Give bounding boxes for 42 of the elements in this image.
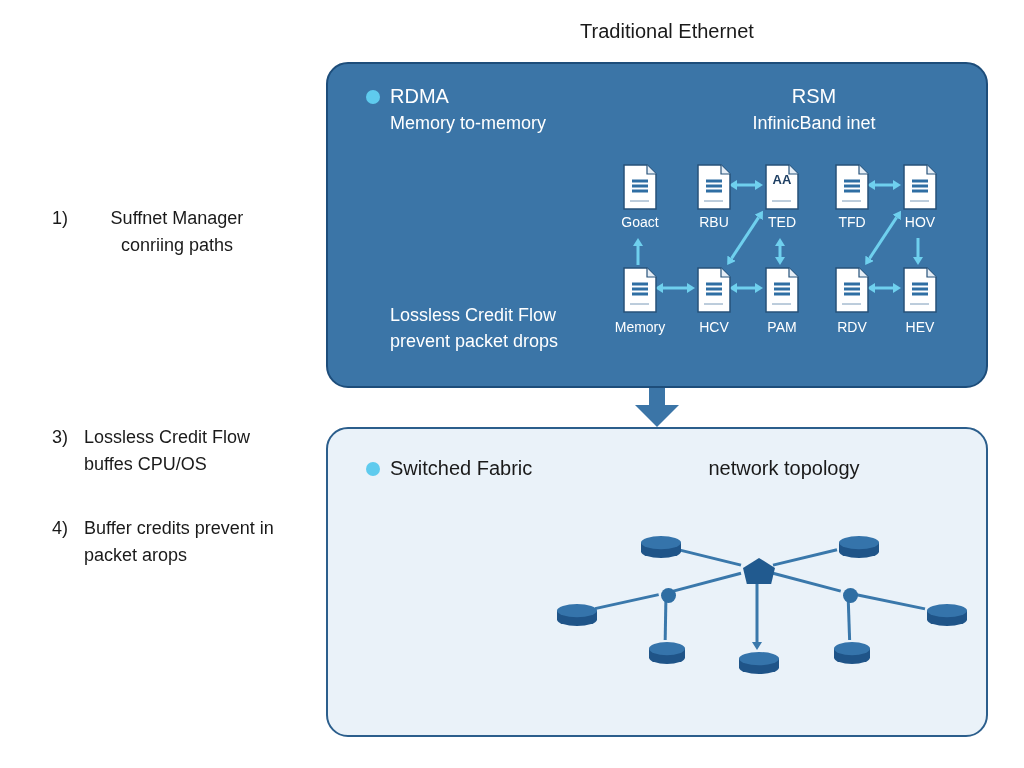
document-label: RBU (698, 214, 730, 231)
note-text: Suffnet Manager conriing paths (109, 207, 245, 257)
section-subtitle: InfinicBand inet (751, 112, 877, 135)
arrow (913, 238, 923, 265)
connector-line (772, 548, 838, 567)
connector-line (772, 571, 842, 593)
block-arrow (635, 388, 679, 427)
section-subtitle: Memory to-memory (390, 112, 547, 135)
icon-text: AA (771, 172, 793, 188)
connector-line (594, 593, 659, 611)
panel (326, 427, 988, 737)
document-label: PAM (766, 319, 798, 336)
list-number: 3) (52, 426, 69, 449)
connector-line (672, 571, 742, 593)
connector-line (678, 548, 742, 567)
document-label: RDV (836, 319, 868, 336)
document-label: TFD (837, 214, 867, 231)
document-label: TED (767, 214, 797, 231)
note-text: Lossless Credit Flow buffes CPU/OS (84, 426, 252, 476)
section-heading: RSM (790, 84, 838, 109)
list-number: 1) (52, 207, 69, 230)
panel (326, 62, 988, 388)
document-label: HCV (698, 319, 730, 336)
list-number: 4) (52, 517, 69, 540)
connector-line (663, 600, 668, 641)
document-label: HEV (904, 319, 936, 336)
arrow (865, 210, 901, 265)
connector-line (855, 593, 926, 611)
document-label: Goact (620, 214, 660, 231)
section-heading: RDMA (390, 84, 449, 109)
section-heading: Switched Fabric (390, 456, 533, 481)
section-heading: network topology (707, 456, 861, 481)
arrow (775, 238, 785, 265)
diagram-title: Traditional Ethernet (579, 19, 755, 44)
document-label: Memory (613, 319, 667, 336)
connector-line (846, 600, 852, 641)
section-note: Lossless Credit Flow prevent packet drops (390, 304, 560, 354)
arrow (752, 582, 762, 650)
note-text: Buffer credits prevent in packet arops (84, 517, 275, 567)
document-label: HOV (903, 214, 937, 231)
arrow (633, 238, 643, 265)
arrow (727, 210, 763, 265)
